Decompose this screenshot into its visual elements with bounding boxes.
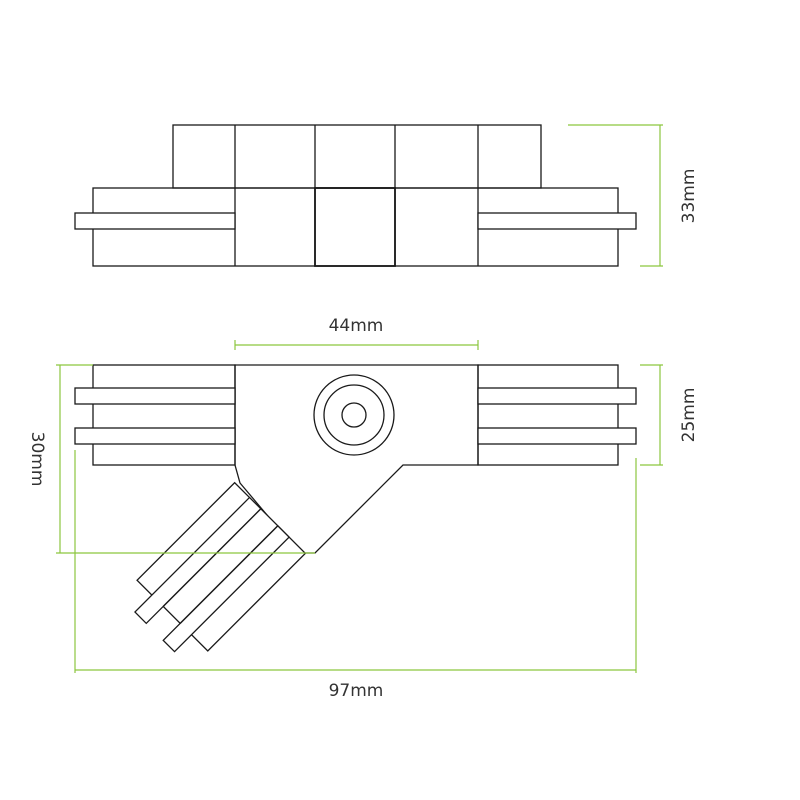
side-view-upper-block [172,124,542,189]
angled-arm-divider [179,525,279,624]
side-view-left-pin [74,212,236,230]
plan-view-right-pin-upper [477,387,637,405]
plan-view-screw-hole [341,402,367,428]
dim-height-right [640,364,663,466]
dim-total-width-label: 97mm [329,681,384,701]
dim-height-side [568,124,663,267]
plan-view-screw-outer [313,374,395,456]
side-view-right-pin [477,212,637,230]
plan-view [74,364,637,554]
plan-view-left-pin-lower [74,427,236,445]
dim-height-right-label: 25mm [679,388,699,443]
side-view-center-recess [314,187,396,267]
dim-center-width [234,340,479,350]
angled-arm-body [136,481,307,652]
plan-view-screw-ring [323,384,385,446]
plan-view-right-pin-lower [477,427,637,445]
plan-view-right-arm [477,364,619,466]
side-view [74,124,637,267]
dim-height-side-label: 33mm [679,169,699,224]
dim-total-width [74,450,637,673]
plan-view-angled-arm [134,481,307,653]
plan-view-left-arm [92,364,236,466]
dim-center-width-label: 44mm [329,316,384,336]
plan-view-left-pin-upper [74,387,236,405]
dim-height-left-label: 30mm [27,432,47,487]
angled-arm-divider [162,508,262,607]
dim-height-left [56,364,315,554]
